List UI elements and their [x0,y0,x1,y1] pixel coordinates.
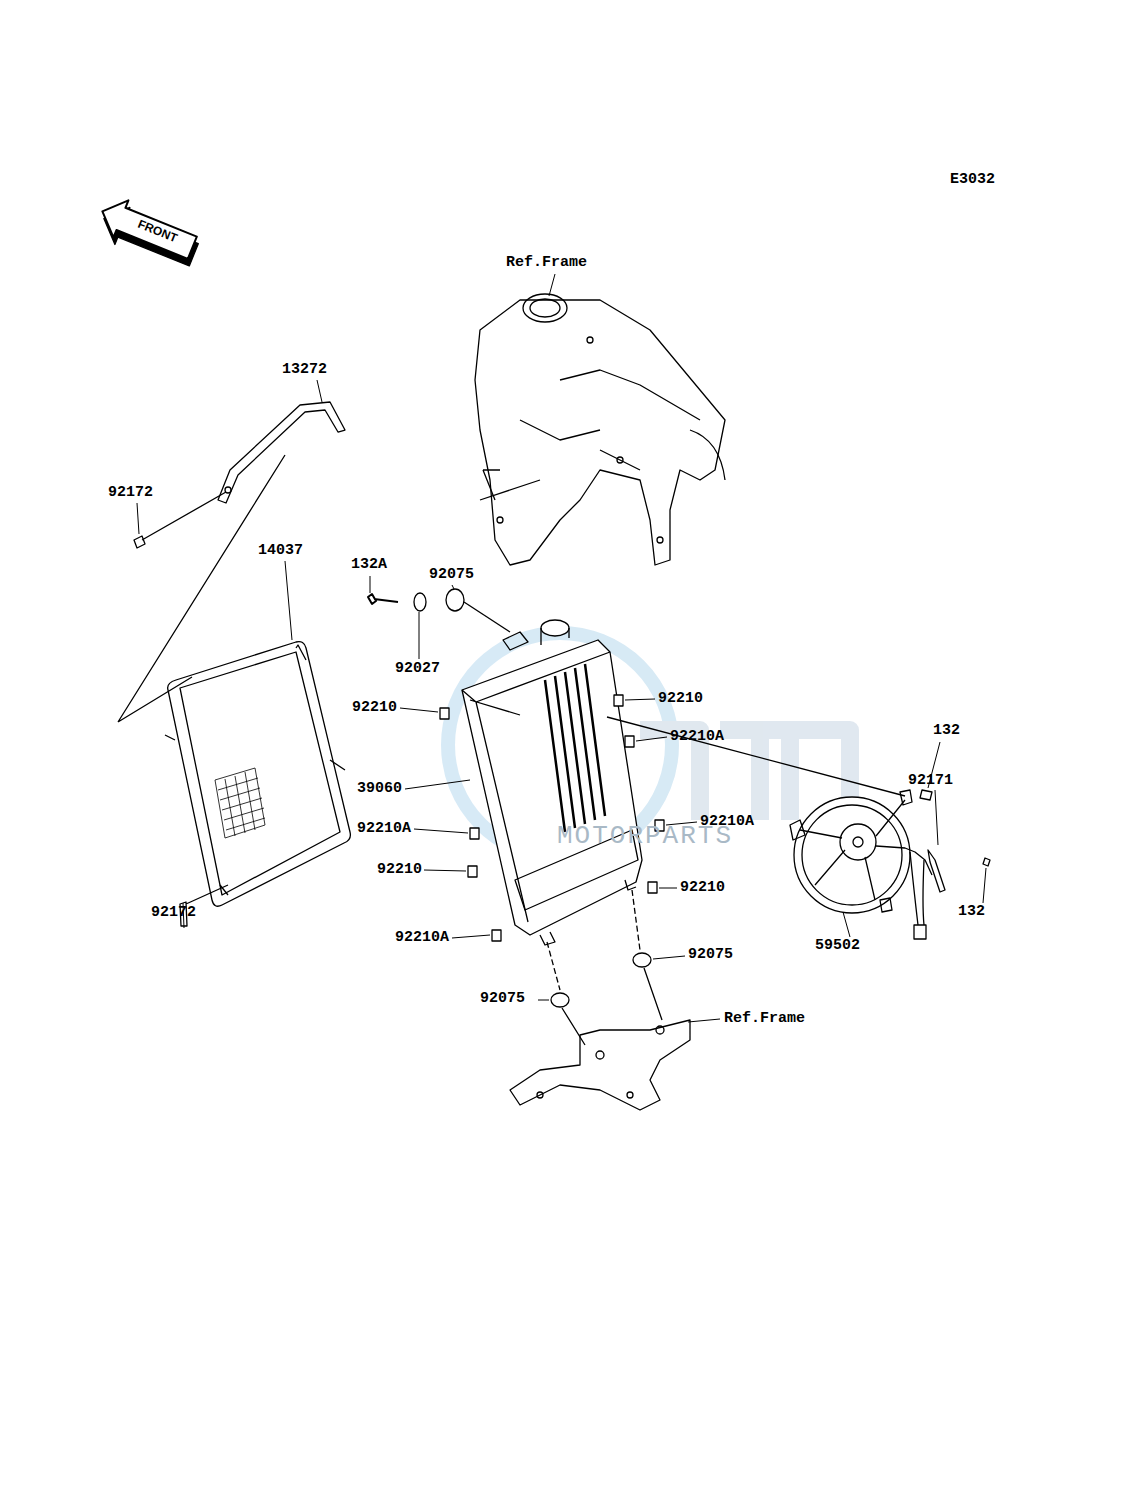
leader-lines [137,274,986,1022]
clips [440,695,664,941]
callout-number: 132 [933,722,960,740]
radiator [462,620,642,945]
callout-number: 132 [958,903,985,921]
bottom-mount [547,890,662,1045]
callout-number: 92210 [377,861,422,879]
watermark: MOTORPARTS [557,821,733,851]
lower-frame [510,1020,690,1110]
figure-code: E3032 [950,171,995,189]
reference-label: Ref.Frame [506,254,587,272]
callout-number: 92210A [395,929,449,947]
callout-number: 92075 [480,990,525,1008]
callout-number: 59502 [815,937,860,955]
callout-number: 132A [351,556,387,574]
screen-bracket [218,402,345,503]
reference-label: Ref.Frame [724,1010,805,1028]
top-mount [368,589,510,632]
callout-number: 39060 [357,780,402,798]
front-arrow [93,193,204,273]
callout-number: 92027 [395,660,440,678]
radiator-screen [165,642,350,907]
callout-number: 92171 [908,772,953,790]
callout-number: 92210A [357,820,411,838]
callout-number: 92075 [688,946,733,964]
callout-number: 92210 [680,879,725,897]
callout-number: 92172 [108,484,153,502]
callout-number: 13272 [282,361,327,379]
callout-number: 92172 [151,904,196,922]
callout-number: 92210A [670,728,724,746]
callout-number: 92210 [658,690,703,708]
callout-number: 92075 [429,566,474,584]
upper-frame [475,294,725,565]
callout-number: 14037 [258,542,303,560]
callout-number: 92210 [352,699,397,717]
